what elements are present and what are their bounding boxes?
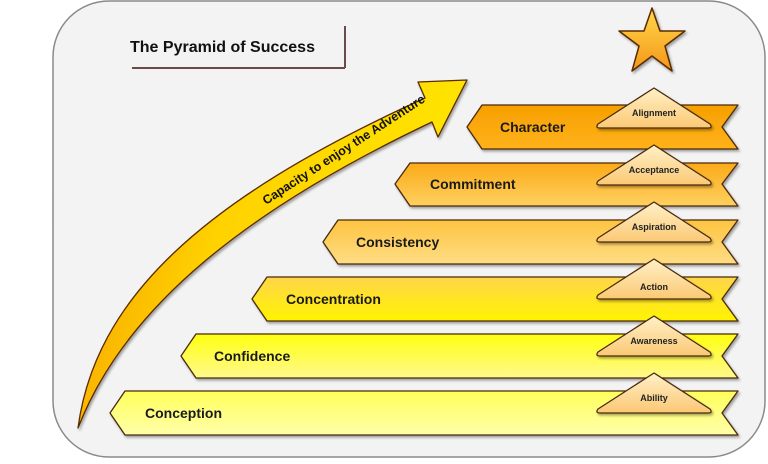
badge-awareness: Awareness xyxy=(596,315,712,357)
badge-label-action: Action xyxy=(640,282,668,292)
capacity-arrow xyxy=(77,79,468,429)
diagram-title: The Pyramid of Success xyxy=(130,39,315,56)
level-label-commitment: Commitment xyxy=(430,176,516,192)
badge-label-ability: Ability xyxy=(640,393,668,403)
badge-alignment: Alignment xyxy=(596,87,712,129)
badge-label-alignment: Alignment xyxy=(632,108,676,118)
level-label-concentration: Concentration xyxy=(286,291,381,307)
level-label-character: Character xyxy=(500,119,566,135)
badge-label-awareness: Awareness xyxy=(630,336,677,346)
badge-acceptance: Acceptance xyxy=(596,144,712,186)
level-label-confidence: Confidence xyxy=(214,348,290,364)
badge-label-aspiration: Aspiration xyxy=(632,222,677,232)
badge-ability: Ability xyxy=(596,372,712,414)
level-label-conception: Conception xyxy=(145,405,222,421)
badge-action: Action xyxy=(596,258,712,300)
level-label-consistency: Consistency xyxy=(356,234,439,250)
level-confidence xyxy=(180,333,739,379)
level-conception xyxy=(109,390,739,436)
badge-aspiration: Aspiration xyxy=(596,201,712,243)
badge-label-acceptance: Acceptance xyxy=(629,165,680,175)
title-box: The Pyramid of Success xyxy=(130,26,346,69)
star-icon xyxy=(618,7,686,72)
